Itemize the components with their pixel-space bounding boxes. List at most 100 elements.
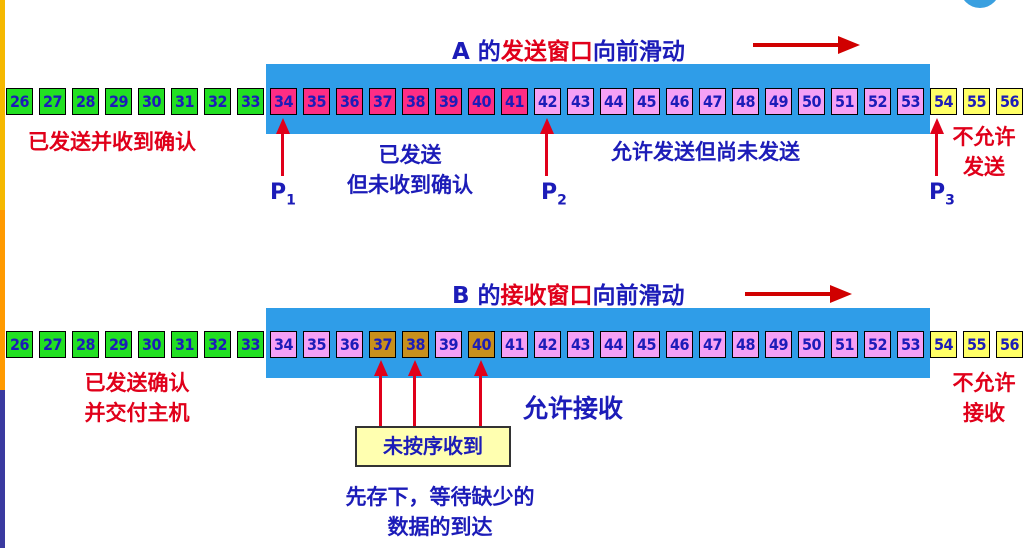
- receiver-seq-cell-42: 42: [534, 331, 561, 358]
- receiver-seq-cell-26: 26: [6, 331, 33, 358]
- receiver-label-acked-line2: 并交付主机: [84, 401, 190, 425]
- sender-seq-cell-26: 26: [6, 88, 33, 115]
- ooo-arrow-40-line: [479, 374, 482, 426]
- sender-seq-cell-47: 47: [699, 88, 726, 115]
- sender-title-suffix: 向前滑动: [592, 39, 685, 65]
- receiver-seq-cell-43: 43: [567, 331, 594, 358]
- p2-arrow-line: [545, 132, 548, 176]
- receiver-title: B 的接收窗口向前滑动: [452, 276, 685, 310]
- sender-seq-cell-51: 51: [831, 88, 858, 115]
- receiver-title-prefix: B 的: [452, 283, 501, 309]
- sender-seq-cell-49: 49: [765, 88, 792, 115]
- receiver-seq-cell-52: 52: [864, 331, 891, 358]
- p1-letter: P: [270, 180, 287, 205]
- sender-seq-cell-36: 36: [336, 88, 363, 115]
- p2-arrow-head-icon: [540, 118, 554, 134]
- pointer-p1: P1: [270, 180, 296, 208]
- sender-label-acked: 已发送并收到确认: [28, 130, 196, 154]
- sender-label-not-allowed-line2: 发送: [963, 155, 1005, 179]
- sender-seq-cell-41: 41: [501, 88, 528, 115]
- sender-label-sent-unacked: 已发送 但未收到确认: [320, 140, 500, 200]
- receiver-seq-cell-33: 33: [237, 331, 264, 358]
- receiver-title-suffix: 向前滑动: [592, 283, 685, 309]
- sender-seq-cell-44: 44: [600, 88, 627, 115]
- receiver-seq-cell-28: 28: [72, 331, 99, 358]
- sender-seq-cell-55: 55: [963, 88, 990, 115]
- sender-label-sent-line1: 已发送: [378, 143, 442, 167]
- receiver-label-acked-line1: 已发送确认: [84, 371, 190, 395]
- left-decorative-stripe: [0, 0, 5, 548]
- ooo-arrow-40-head-icon: [474, 360, 488, 376]
- sender-seq-cell-39: 39: [435, 88, 462, 115]
- receiver-buffer-note-line2: 数据的到达: [387, 515, 493, 539]
- sender-seq-cell-35: 35: [303, 88, 330, 115]
- sender-seq-cell-52: 52: [864, 88, 891, 115]
- receiver-seq-cell-38: 38: [402, 331, 429, 358]
- receiver-buffer-note: 先存下，等待缺少的 数据的到达: [300, 482, 580, 542]
- receiver-seq-cell-55: 55: [963, 331, 990, 358]
- receiver-label-not-allowed-line2: 接收: [963, 401, 1005, 425]
- receiver-seq-cell-35: 35: [303, 331, 330, 358]
- receiver-label-not-allowed: 不允许 接收: [942, 368, 1026, 428]
- sender-seq-cell-29: 29: [105, 88, 132, 115]
- sender-seq-cell-42: 42: [534, 88, 561, 115]
- sender-seq-cell-43: 43: [567, 88, 594, 115]
- sender-title-prefix: A 的: [452, 39, 501, 65]
- sender-label-not-allowed: 不允许 发送: [942, 122, 1026, 182]
- sender-title: A 的发送窗口向前滑动: [452, 32, 685, 66]
- receiver-seq-cell-36: 36: [336, 331, 363, 358]
- p1-sub: 1: [286, 192, 296, 209]
- receiver-seq-cell-37: 37: [369, 331, 396, 358]
- sender-seq-cell-34: 34: [270, 88, 297, 115]
- receiver-seq-cell-44: 44: [600, 331, 627, 358]
- receiver-seq-cell-50: 50: [798, 331, 825, 358]
- receiver-seq-cell-49: 49: [765, 331, 792, 358]
- sender-seq-cell-32: 32: [204, 88, 231, 115]
- sender-slide-arrow-head-icon: [838, 36, 860, 54]
- ooo-arrow-37-line: [379, 374, 382, 426]
- receiver-seq-cell-30: 30: [138, 331, 165, 358]
- sender-seq-cell-50: 50: [798, 88, 825, 115]
- sender-seq-cell-37: 37: [369, 88, 396, 115]
- receiver-label-acked: 已发送确认 并交付主机: [62, 368, 212, 428]
- ooo-arrow-37-head-icon: [374, 360, 388, 376]
- pointer-p3: P3: [929, 180, 955, 208]
- receiver-title-highlight: 接收窗口: [500, 283, 593, 309]
- pointer-p2: P2: [541, 180, 567, 208]
- ooo-arrow-38-line: [413, 374, 416, 426]
- receiver-buffer-note-line1: 先存下，等待缺少的: [345, 485, 535, 509]
- p3-sub: 3: [945, 192, 955, 209]
- sender-slide-arrow-line: [753, 43, 841, 47]
- receiver-seq-cell-31: 31: [171, 331, 198, 358]
- sender-seq-cell-45: 45: [633, 88, 660, 115]
- receiver-seq-cell-53: 53: [897, 331, 924, 358]
- sender-seq-cell-31: 31: [171, 88, 198, 115]
- receiver-seq-cell-39: 39: [435, 331, 462, 358]
- sender-label-allowed: 允许发送但尚未发送: [611, 140, 800, 164]
- sender-seq-cell-38: 38: [402, 88, 429, 115]
- sender-title-highlight: 发送窗口: [500, 39, 593, 65]
- p1-arrow-head-icon: [276, 118, 290, 134]
- sender-seq-cell-28: 28: [72, 88, 99, 115]
- out-of-order-note: 未按序收到: [355, 426, 511, 467]
- sender-seq-cell-33: 33: [237, 88, 264, 115]
- receiver-label-not-allowed-line1: 不允许: [952, 371, 1016, 395]
- sender-seq-cell-40: 40: [468, 88, 495, 115]
- sender-seq-cell-46: 46: [666, 88, 693, 115]
- receiver-seq-cell-51: 51: [831, 331, 858, 358]
- p1-arrow-line: [281, 132, 284, 176]
- receiver-seq-cell-54: 54: [930, 331, 957, 358]
- p3-letter: P: [929, 180, 946, 205]
- corner-logo-icon: [960, 0, 1000, 8]
- p2-letter: P: [541, 180, 558, 205]
- receiver-seq-cell-34: 34: [270, 331, 297, 358]
- receiver-seq-cell-40: 40: [468, 331, 495, 358]
- receiver-label-allowed: 允许接收: [523, 394, 624, 423]
- p3-arrow-head-icon: [930, 118, 944, 134]
- sender-label-not-allowed-line1: 不允许: [952, 125, 1016, 149]
- ooo-arrow-38-head-icon: [408, 360, 422, 376]
- receiver-seq-cell-47: 47: [699, 331, 726, 358]
- receiver-seq-cell-56: 56: [996, 331, 1023, 358]
